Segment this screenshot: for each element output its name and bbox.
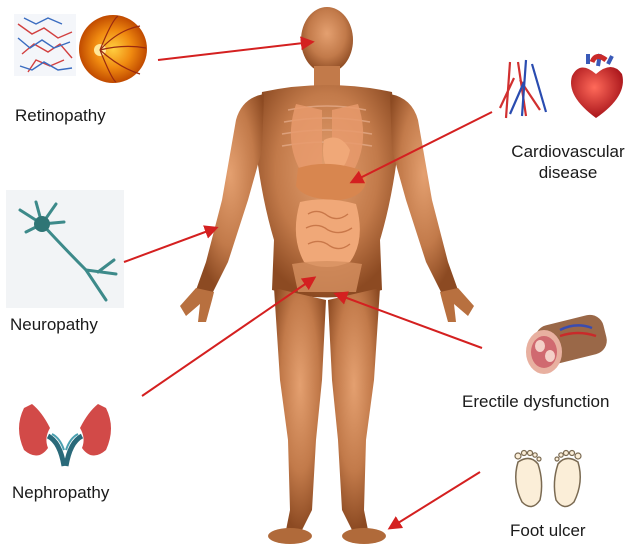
- left-leg: [274, 288, 326, 530]
- left-foot: [268, 528, 312, 544]
- penile-tissue-icon: [526, 312, 610, 374]
- arrow-foot-ulcer: [390, 472, 480, 528]
- right-arm: [390, 94, 458, 294]
- left-arm: [196, 94, 264, 294]
- label-nephropathy: Nephropathy: [12, 482, 109, 503]
- arrow-neuropathy: [124, 228, 216, 262]
- label-neuropathy: Neuropathy: [10, 314, 98, 335]
- label-cardiovascular-line1: Cardiovascular: [498, 141, 638, 162]
- retina-icon: [79, 15, 147, 83]
- right-leg: [328, 288, 380, 530]
- vein-artery-icon: [500, 60, 546, 118]
- label-cardiovascular-line2: disease: [498, 162, 638, 183]
- feet-icon: [515, 451, 581, 507]
- label-cardiovascular: Cardiovascular disease: [498, 141, 638, 183]
- stomach-liver: [296, 164, 366, 200]
- blood-vessel-network-icon: [14, 14, 76, 76]
- human-body-figure: [180, 7, 474, 544]
- pelvis: [292, 261, 362, 292]
- heart-icon: [571, 54, 623, 118]
- label-erectile-dysfunction: Erectile dysfunction: [462, 391, 609, 412]
- label-foot-ulcer: Foot ulcer: [510, 520, 586, 541]
- left-hand: [180, 288, 214, 322]
- neuron-icon: [6, 190, 124, 308]
- neck: [314, 66, 340, 88]
- head: [301, 7, 353, 73]
- arrow-retinopathy: [158, 42, 312, 60]
- intestines: [296, 199, 360, 267]
- label-retinopathy: Retinopathy: [15, 105, 106, 126]
- kidneys-icon: [19, 404, 111, 466]
- right-hand: [440, 288, 474, 322]
- right-foot: [342, 528, 386, 544]
